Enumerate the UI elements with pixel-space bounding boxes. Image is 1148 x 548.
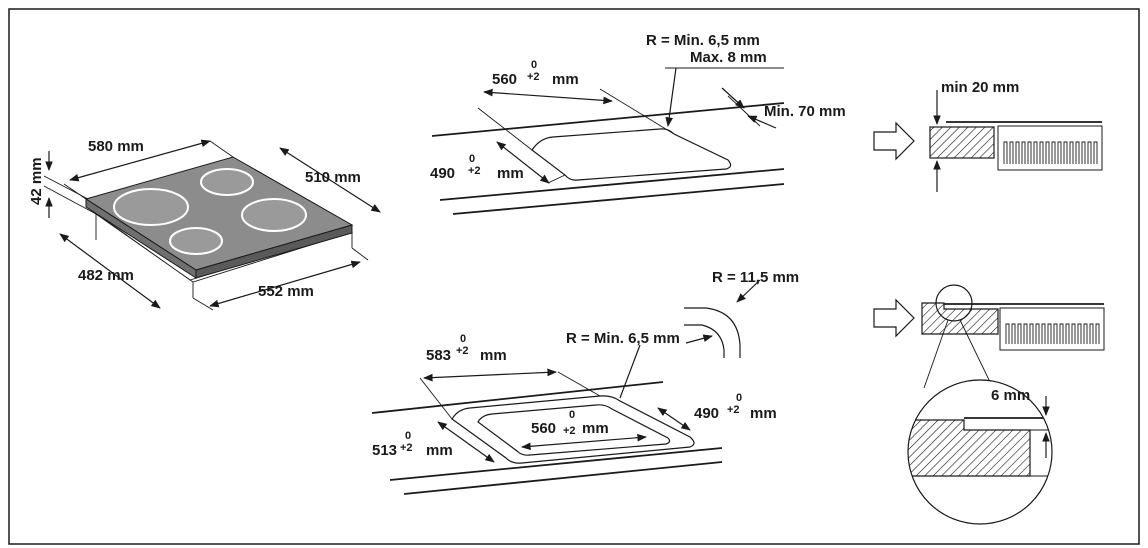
hob-fin xyxy=(1069,141,1074,164)
label-outer-width-tol-bottom: +2 xyxy=(456,345,469,357)
hob-fin xyxy=(1021,141,1026,164)
label-cutout-width-unit: mm xyxy=(552,71,579,88)
hob-fin xyxy=(1057,141,1062,164)
label-rebate-depth: 6 mm xyxy=(991,387,1030,404)
section-standard xyxy=(873,90,1103,192)
label-inner-width-tol-top: 0 xyxy=(569,409,575,421)
direction-arrow-icon xyxy=(873,121,915,161)
flush-cutout-outer-rebate xyxy=(451,395,695,464)
flush-cutout-dimensions xyxy=(419,279,761,463)
hob-fin xyxy=(1077,323,1082,344)
label-radius-min: R = Min. 6,5 mm xyxy=(646,32,760,49)
label-min-thickness: min 20 mm xyxy=(941,79,1019,96)
hob-fin xyxy=(1023,323,1028,344)
worktop-section-rebated xyxy=(921,302,999,335)
label-outer-width-unit: mm xyxy=(480,347,507,364)
label-outer-depth-tol-bottom: +2 xyxy=(400,442,413,454)
hob-fin xyxy=(1027,141,1032,164)
hob-fin xyxy=(1015,141,1020,164)
hob-fin xyxy=(1047,323,1052,344)
hob-fin xyxy=(1005,323,1010,344)
hob-fin xyxy=(1041,323,1046,344)
label-cutout-width-value: 560 xyxy=(492,71,517,88)
hob-fin xyxy=(1009,141,1014,164)
label-inner-width-value: 560 xyxy=(531,420,556,437)
hob-fin xyxy=(1089,323,1094,344)
label-outer-width-tol-top: 0 xyxy=(460,333,466,345)
hob-fin xyxy=(1063,141,1068,164)
label-cutout-depth-tol-bottom: +2 xyxy=(468,165,481,177)
hob-fin xyxy=(1033,141,1038,164)
dim-552-line xyxy=(209,260,361,308)
worktop-section-hatched xyxy=(929,126,995,159)
hob-fin xyxy=(1051,141,1056,164)
label-inner-depth-tol-bottom: +2 xyxy=(727,404,740,416)
label-cutout-width-tol-bottom: +2 xyxy=(527,71,540,83)
hob-fin xyxy=(1017,323,1022,344)
hob-fin xyxy=(1081,141,1086,164)
label-base-552: 552 mm xyxy=(258,283,314,300)
label-inner-depth-unit: mm xyxy=(750,405,777,422)
label-outer-depth-unit: mm xyxy=(426,442,453,459)
standard-cutout-worktop xyxy=(431,102,785,215)
section-flush xyxy=(873,284,1105,525)
label-inner-depth-tol-top: 0 xyxy=(736,392,742,404)
hob-fin xyxy=(1045,141,1050,164)
dim-482-line xyxy=(59,233,161,309)
label-base-482: 482 mm xyxy=(78,267,134,284)
hob-fin xyxy=(1083,323,1088,344)
hob-fin xyxy=(1053,323,1058,344)
cooking-zone-front-right xyxy=(241,198,307,232)
label-width-580: 580 mm xyxy=(88,138,144,155)
label-outer-depth-tol-top: 0 xyxy=(405,430,411,442)
hob-fin xyxy=(1065,323,1070,344)
hob-fin xyxy=(1093,141,1098,164)
cooking-zone-back-right xyxy=(200,168,254,196)
label-outer-width-value: 583 xyxy=(426,347,451,364)
label-cutout-depth-value: 490 xyxy=(430,165,455,182)
standard-cutout-opening xyxy=(531,128,732,181)
diagram-border xyxy=(8,8,1140,545)
label-inner-radius: R = Min. 6,5 mm xyxy=(566,330,680,347)
label-cutout-depth-tol-top: 0 xyxy=(469,153,475,165)
label-inner-depth-value: 490 xyxy=(694,405,719,422)
hob-fin xyxy=(1035,323,1040,344)
label-depth-510: 510 mm xyxy=(305,169,361,186)
hob-fin xyxy=(1003,141,1008,164)
dim-510-line xyxy=(279,147,381,213)
label-cutout-depth-unit: mm xyxy=(497,165,524,182)
hob-fin xyxy=(1095,323,1100,344)
label-inner-width-tol-bottom: +2 xyxy=(563,425,576,437)
label-radius-max: Max. 8 mm xyxy=(690,49,767,66)
hob-fin xyxy=(1071,323,1076,344)
hob-fin xyxy=(1059,323,1064,344)
label-edge-distance: Min. 70 mm xyxy=(764,103,846,120)
label-outer-depth-value: 513 xyxy=(372,442,397,459)
dim-580-line xyxy=(69,139,211,182)
hob-fin xyxy=(1029,323,1034,344)
standard-cutout-dimensions xyxy=(477,67,784,184)
hob-fin xyxy=(1039,141,1044,164)
label-outer-radius: R = 11,5 mm xyxy=(712,269,799,286)
flush-cutout-worktop xyxy=(371,307,741,495)
hob-dimensions xyxy=(43,139,381,311)
hob-fins xyxy=(1005,323,1100,344)
hob-fin xyxy=(1011,323,1016,344)
flush-cutout-inner-opening xyxy=(477,404,671,456)
hob-fins xyxy=(1003,141,1098,164)
detail-callout-circle xyxy=(935,284,973,322)
hob-fin xyxy=(1087,141,1092,164)
hob-fin xyxy=(1075,141,1080,164)
direction-arrow-icon xyxy=(873,298,915,338)
cooking-zone-front-left xyxy=(169,227,223,255)
cooking-zone-back-left xyxy=(113,188,189,226)
label-height-42: 42 mm xyxy=(28,157,45,205)
flush-radius-detail xyxy=(684,307,741,358)
label-inner-width-unit: mm xyxy=(582,420,609,437)
label-cutout-width-tol-top: 0 xyxy=(531,59,537,71)
